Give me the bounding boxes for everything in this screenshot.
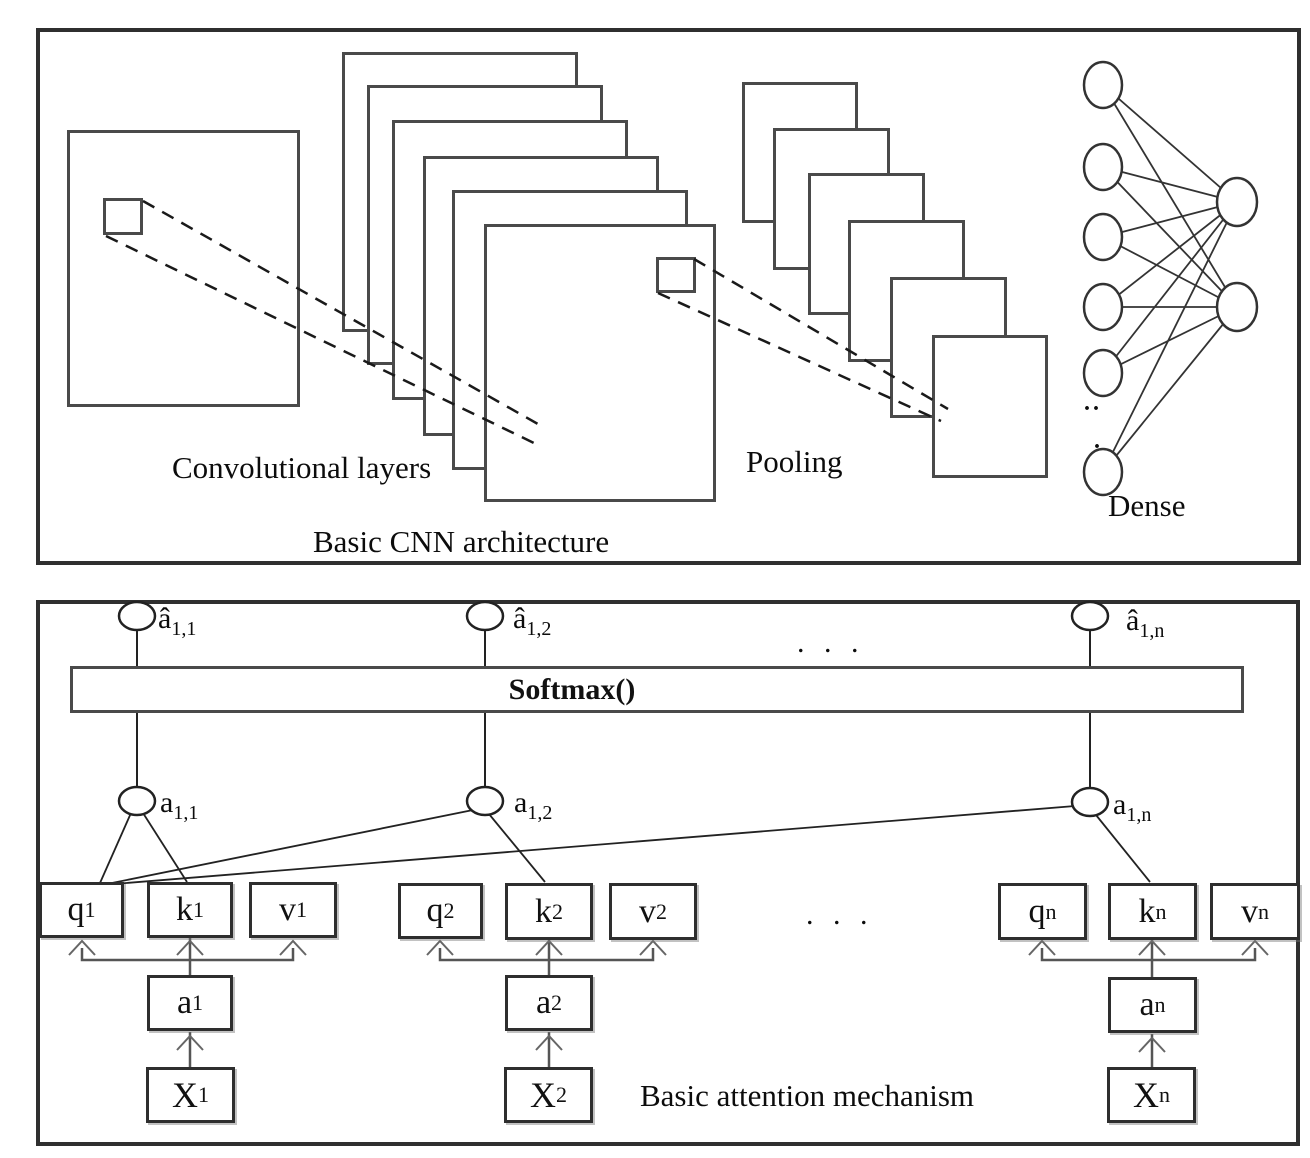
node-label-ahat-1-1: â1,1 [158, 602, 197, 640]
softmax-label: Softmax() [508, 672, 636, 706]
pooling-label: Pooling [746, 444, 843, 479]
conv-layers-label: Convolutional layers [172, 450, 432, 485]
dense-ellipsis-dot: . [1094, 428, 1103, 454]
dense-label: Dense [1108, 488, 1186, 523]
softmax-box: Softmax() [70, 666, 1244, 713]
node-label-a-1-1: a1,1 [160, 786, 199, 824]
pooling-front-rect [932, 335, 1048, 478]
attention-panel-title: Basic attention mechanism [640, 1078, 975, 1113]
dense-ellipsis-dots: .. [1084, 390, 1102, 416]
input-image-rect [67, 130, 300, 407]
top-row-ellipsis: . . . [797, 626, 865, 659]
node-label-a-1-2: a1,2 [514, 786, 553, 824]
node-label-ahat-1-n: â1,n [1126, 604, 1165, 642]
conv-kernel-square [656, 257, 696, 293]
node-label-a-1-n: a1,n [1113, 788, 1152, 826]
cnn-panel-title: Basic CNN architecture [313, 524, 610, 559]
input-kernel-square [103, 198, 143, 235]
qkv-row-ellipsis: . . . [806, 898, 874, 931]
node-label-ahat-1-2: â1,2 [513, 602, 552, 640]
